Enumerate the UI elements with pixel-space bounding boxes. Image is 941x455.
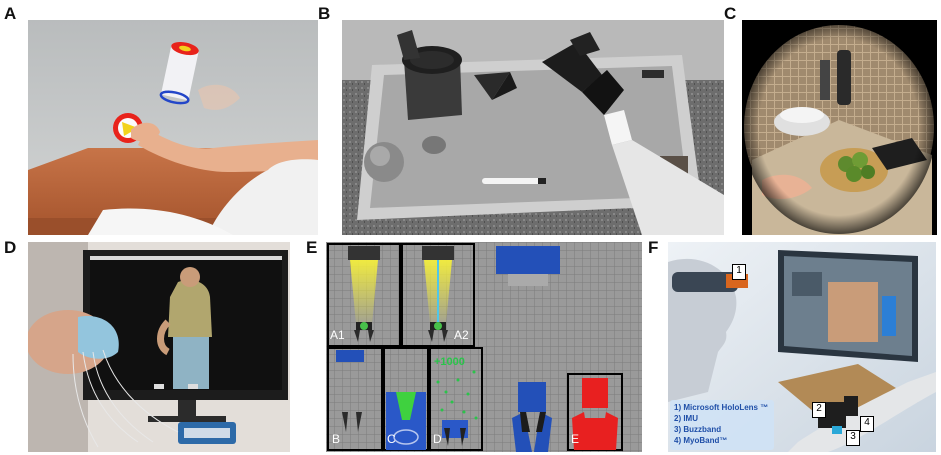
panel-f-legend-item: 4) MyoBand™ (674, 436, 728, 445)
panel-f-callout-3: 3 (846, 430, 860, 446)
panel-f-image: 1 2 3 4 1) Microsoft HoloLens ™ 2) IMU 3… (668, 242, 936, 452)
panel-label-c: C (724, 4, 737, 23)
panel-e-sub-label-a2: A2 (454, 328, 469, 342)
panel-label-d: D (4, 238, 17, 257)
panel-e-sub-label-d: D (433, 432, 442, 446)
panel-label-f: F (648, 238, 659, 257)
panel-e-sub-label-c: C (387, 432, 396, 446)
panel-e-image: A1 A2 B C D E +1000 (326, 242, 642, 452)
panel-e-sub-label-e: E (571, 432, 580, 446)
panel-label-b: B (318, 4, 331, 23)
panel-c-image (742, 20, 937, 235)
panel-f-callout-2: 2 (812, 402, 826, 418)
panel-a-image (28, 20, 318, 235)
panel-f-callout-1: 1 (732, 264, 746, 280)
panel-f-legend-item: 1) Microsoft HoloLens ™ (674, 403, 769, 412)
panel-f-legend-item: 3) Buzzband (674, 425, 722, 434)
panel-f-legend-item: 2) IMU (674, 414, 698, 423)
panel-f-legend: 1) Microsoft HoloLens ™ 2) IMU 3) Buzzba… (674, 402, 774, 446)
panel-label-a: A (4, 4, 17, 23)
panel-label-e: E (306, 238, 318, 257)
panel-b-image (342, 20, 724, 235)
panel-d-image (28, 242, 290, 452)
panel-e-sub-label-b: B (332, 432, 341, 446)
panel-e-score-text: +1000 (434, 356, 465, 368)
panel-f-callout-4: 4 (860, 416, 874, 432)
panel-e-sub-label-a1: A1 (330, 328, 345, 342)
